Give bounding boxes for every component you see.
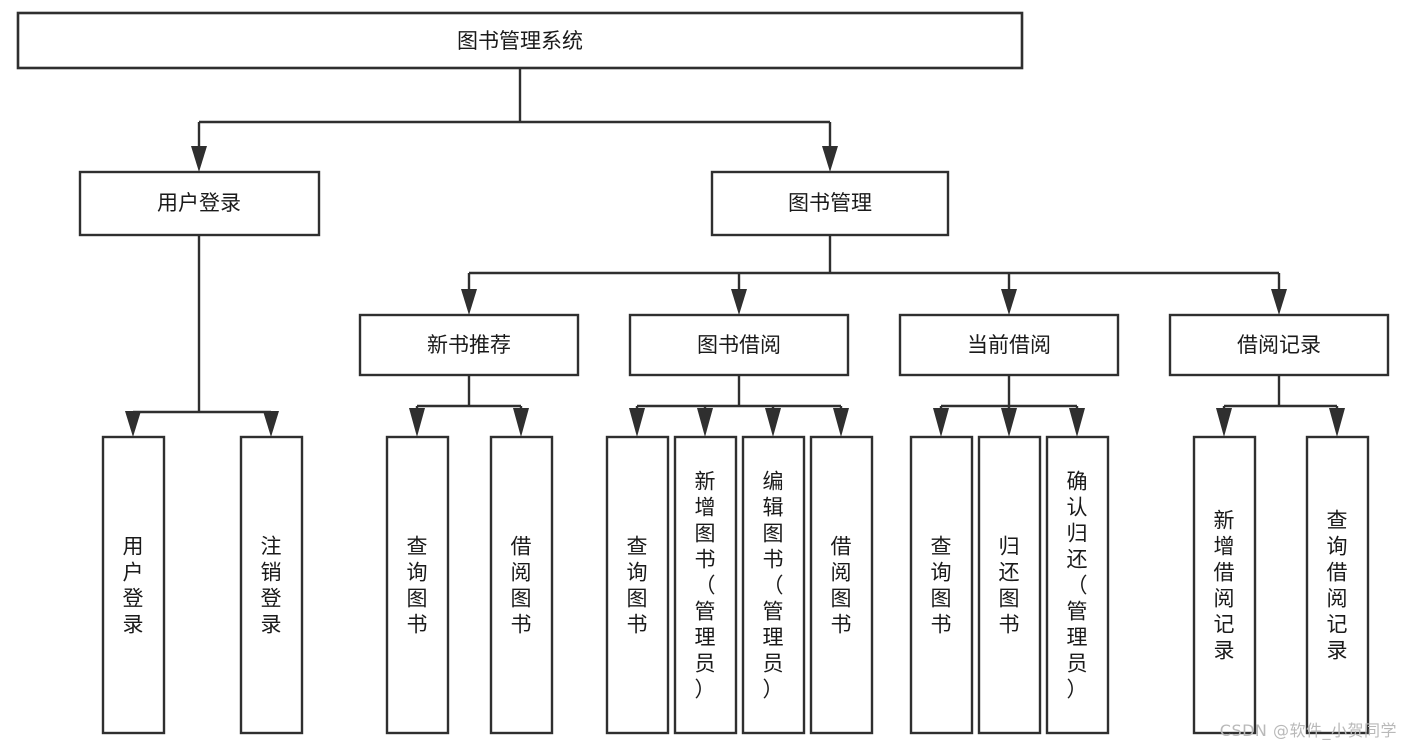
leaf-node[interactable]: 查询图书 [605,435,670,735]
node-book-management[interactable]: 图书管理 [710,170,950,237]
node-root-box[interactable] [16,11,1024,70]
arrow-head-borrowrecord-leaf0 [1216,408,1232,437]
arrow-head-newbook-leaf0 [409,408,425,437]
leaf-user-login-label: 用户登录 [123,534,144,636]
node-borrow-record[interactable]: 借阅记录 [1168,313,1390,377]
arrow-head-userlogin-leaf1 [263,411,279,437]
leaf-newbook-query-label: 查询图书 [407,534,428,636]
leaf-logout-box[interactable] [239,435,304,735]
arrow-head-bookmgmt [822,146,838,172]
leaf-bookborrow-query-label: 查询图书 [627,534,648,636]
arrow-head-currentborrow-leaf1 [1001,408,1017,437]
node-borrow-record-box[interactable] [1168,313,1390,377]
node-user-login[interactable]: 用户登录 [78,170,321,237]
leaf-bookborrow-edit-box[interactable] [741,435,806,735]
arrow-head-bookborrow-leaf0 [629,408,645,437]
arrow-head-newbook [461,289,477,315]
arrow-head-bookborrow-leaf1 [697,408,713,437]
leaf-borrowrecord-add-label: 新增借阅记录 [1214,508,1235,662]
node-book-management-label: 图书管理 [788,191,872,215]
leaf-user-login-box[interactable] [101,435,166,735]
leaf-newbook-query-box[interactable] [385,435,450,735]
arrow-head-newbook-leaf1 [513,408,529,437]
leaf-currentborrow-return-box[interactable] [977,435,1042,735]
leaf-bookborrow-add-label: 新增图书（管理员） [695,469,716,701]
leaf-newbook-borrow-box[interactable] [489,435,554,735]
leaf-node[interactable]: 确认归还（管理员） [1045,435,1110,735]
leaf-currentborrow-return-label: 归还图书 [999,534,1020,636]
arrow-head-currentborrow-leaf2 [1069,408,1085,437]
leaf-node[interactable]: 借阅图书 [489,435,554,735]
node-book-borrow[interactable]: 图书借阅 [628,313,850,377]
leaf-bookborrow-edit-label: 编辑图书（管理员） [763,469,784,701]
leaf-currentborrow-query-box[interactable] [909,435,974,735]
leaf-logout-label: 注销登录 [261,534,282,636]
node-new-book-recommend-box[interactable] [358,313,580,377]
node-borrow-record-label: 借阅记录 [1237,333,1321,357]
leaf-node[interactable]: 借阅图书 [809,435,874,735]
leaf-bookborrow-add-box[interactable] [673,435,738,735]
node-current-borrow-label: 当前借阅 [967,333,1051,357]
node-new-book-recommend-label: 新书推荐 [427,333,511,357]
leaf-node[interactable]: 注销登录 [239,435,304,735]
leaf-node[interactable]: 查询借阅记录 [1305,435,1370,735]
leaf-newbook-borrow-label: 借阅图书 [511,534,532,636]
arrow-head-bookborrow [731,289,747,315]
node-user-login-box[interactable] [78,170,321,237]
leaf-currentborrow-confirm-label: 确认归还（管理员） [1067,469,1088,701]
leaf-currentborrow-confirm-box[interactable] [1045,435,1110,735]
leaf-node[interactable]: 查询图书 [385,435,450,735]
leaf-node[interactable]: 用户登录 [101,435,166,735]
leaf-bookborrow-query-box[interactable] [605,435,670,735]
node-root[interactable]: 图书管理系统 [16,11,1024,70]
connector-layer [125,68,1345,437]
leaf-node[interactable]: 新增借阅记录 [1192,435,1257,735]
leaf-currentborrow-query-label: 查询图书 [931,534,952,636]
arrow-head-userlogin [191,146,207,172]
leaf-borrowrecord-query-box[interactable] [1305,435,1370,735]
arrow-head-borrowrecord [1271,289,1287,315]
node-root-label: 图书管理系统 [457,29,583,53]
leaf-borrowrecord-add-box[interactable] [1192,435,1257,735]
node-current-borrow-box[interactable] [898,313,1120,377]
node-new-book-recommend[interactable]: 新书推荐 [358,313,580,377]
node-current-borrow[interactable]: 当前借阅 [898,313,1120,377]
arrow-head-bookborrow-leaf2 [765,408,781,437]
node-user-login-label: 用户登录 [157,191,241,215]
leaf-node[interactable]: 新增图书（管理员） [673,435,738,735]
leaf-node[interactable]: 编辑图书（管理员） [741,435,806,735]
arrow-head-bookborrow-leaf3 [833,408,849,437]
leaf-bookborrow-borrow-box[interactable] [809,435,874,735]
arrow-head-currentborrow [1001,289,1017,315]
arrow-head-borrowrecord-leaf1 [1329,408,1345,437]
leaf-borrowrecord-query-label: 查询借阅记录 [1327,508,1348,662]
leaf-bookborrow-borrow-label: 借阅图书 [831,534,852,636]
arrow-head-userlogin-leaf0 [125,411,141,437]
node-book-borrow-label: 图书借阅 [697,333,781,357]
arrow-head-currentborrow-leaf0 [933,408,949,437]
leaf-node[interactable]: 归还图书 [977,435,1042,735]
csdn-watermark: CSDN @软件_小贺同学 [1219,721,1397,740]
node-book-borrow-box[interactable] [628,313,850,377]
leaf-node[interactable]: 查询图书 [909,435,974,735]
node-book-management-box[interactable] [710,170,950,237]
